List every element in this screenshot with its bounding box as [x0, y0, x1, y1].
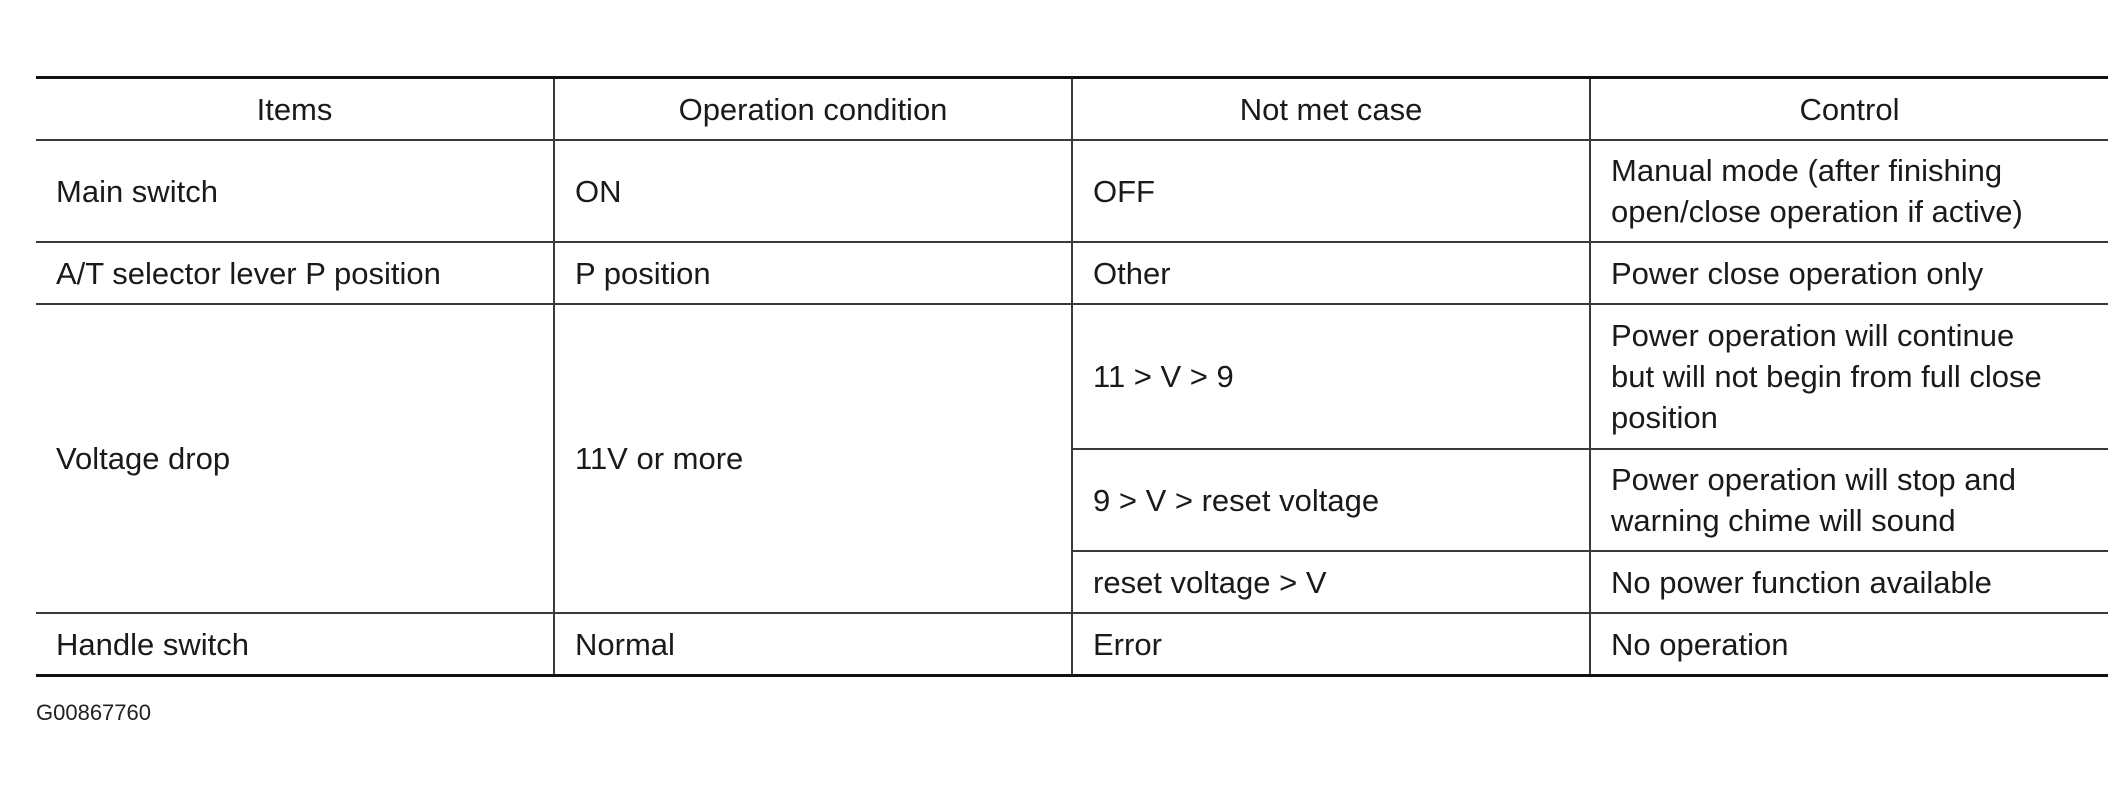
table-row-handle-switch: Handle switch Normal Error No operation	[36, 612, 2108, 677]
figure-id-label: G00867760	[36, 700, 151, 725]
header-not-met-case: Not met case	[1071, 76, 1591, 141]
cell-item: A/T selector lever P position	[36, 241, 555, 305]
cell-condition: ON	[553, 139, 1073, 243]
control-line: open/close operation if active)	[1611, 194, 2023, 229]
control-line: warning chime will sound	[1611, 503, 1956, 538]
control-line: Power operation will continue	[1611, 318, 2015, 353]
cell-control: Power close operation only	[1589, 241, 2108, 305]
cell-not-met: 11 > V > 9	[1071, 303, 1591, 450]
cell-control: Power operation will stop and warning ch…	[1589, 448, 2108, 552]
conditions-table-container: Items Operation condition Not met case C…	[36, 76, 2108, 677]
control-line: but will not begin from full close	[1611, 359, 2042, 394]
table-header-row: Items Operation condition Not met case C…	[36, 76, 2108, 141]
cell-item: Handle switch	[36, 612, 555, 677]
control-line: Manual mode (after finishing	[1611, 153, 2003, 188]
cell-item: Main switch	[36, 139, 555, 243]
cell-item: Voltage drop	[36, 303, 555, 614]
cell-not-met: 9 > V > reset voltage	[1071, 448, 1591, 552]
cell-control: No operation	[1589, 612, 2108, 677]
table-row-main-switch: Main switch ON OFF Manual mode (after fi…	[36, 139, 2108, 243]
cell-not-met: Error	[1071, 612, 1591, 677]
cell-condition: Normal	[553, 612, 1073, 677]
header-items: Items	[36, 76, 555, 141]
table-row-voltage-drop-sub: reset voltage > V No power function avai…	[36, 550, 2108, 614]
table-row-voltage-drop: Voltage drop 11V or more 11 > V > 9 Powe…	[36, 303, 2108, 614]
cell-not-met: Other	[1071, 241, 1591, 305]
cell-control: Power operation will continue but will n…	[1589, 303, 2108, 450]
cell-condition: P position	[553, 241, 1073, 305]
table-row-voltage-drop-sub: 9 > V > reset voltage Power operation wi…	[36, 448, 2108, 552]
header-control: Control	[1589, 76, 2108, 141]
cell-not-met: OFF	[1071, 139, 1591, 243]
control-line: Power operation will stop and	[1611, 462, 2016, 497]
table-row-at-selector: A/T selector lever P position P position…	[36, 241, 2108, 305]
header-operation-condition: Operation condition	[553, 76, 1073, 141]
cell-control: No power function available	[1589, 550, 2108, 614]
cell-not-met: reset voltage > V	[1071, 550, 1591, 614]
operation-conditions-table: Items Operation condition Not met case C…	[36, 76, 2108, 677]
control-line: position	[1611, 400, 1718, 435]
cell-condition: 11V or more	[553, 303, 1073, 614]
cell-control: Manual mode (after finishing open/close …	[1589, 139, 2108, 243]
